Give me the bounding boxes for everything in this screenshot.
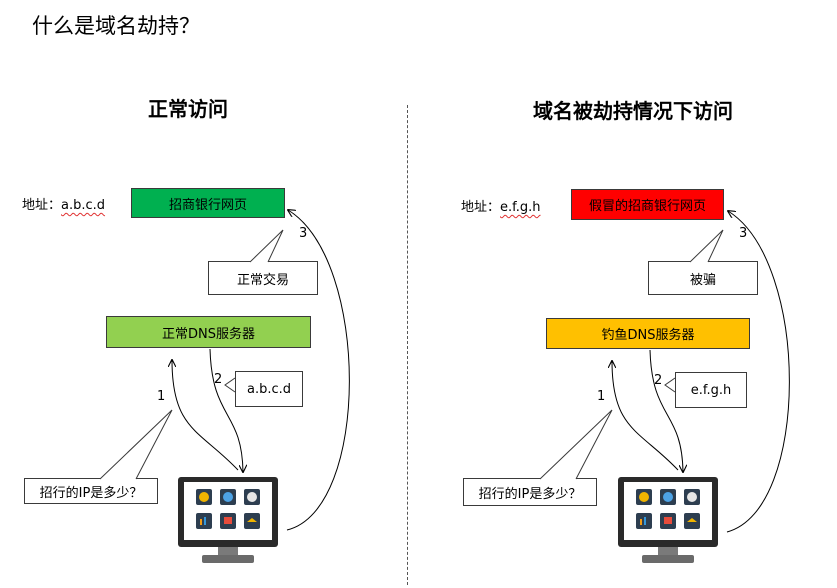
right-callout-trade: 被骗 (648, 261, 758, 295)
right-address-value: e.f.g.h (500, 200, 541, 215)
left-step-1: 1 (157, 389, 166, 404)
right-query-tail (539, 409, 613, 480)
right-arrow-2 (649, 349, 683, 472)
right-callout-query: 招行的IP是多少？ (463, 478, 597, 506)
right-address-label: 地址： (461, 200, 501, 215)
left-trade-tail (249, 229, 284, 263)
left-callout-trade: 正常交易 (208, 261, 318, 295)
right-dns-server: 钓鱼DNS服务器 (546, 318, 750, 349)
right-panel-title: 域名被劫持情况下访问 (533, 99, 733, 123)
right-arrow-3 (727, 211, 790, 533)
right-monitor-icon (618, 477, 718, 563)
panel-divider (407, 105, 408, 585)
left-address: 地址：a.b.c.d (22, 194, 105, 213)
app-tile-icons (196, 489, 260, 529)
right-trade-tail (689, 229, 724, 263)
left-bank-page: 招商银行网页 (131, 188, 285, 218)
right-callout-reply: e.f.g.h (675, 372, 747, 408)
left-query-tail (99, 409, 173, 480)
right-reply-tail (664, 377, 676, 393)
right-step-1: 1 (597, 389, 606, 404)
left-step-3: 3 (299, 226, 308, 241)
left-callout-reply: a.b.c.d (235, 371, 303, 407)
left-arrow-1 (172, 360, 239, 471)
app-tile-icons (636, 489, 700, 529)
left-panel-title: 正常访问 (148, 97, 228, 121)
left-step-2: 2 (214, 372, 223, 387)
page-title: 什么是域名劫持？ (32, 14, 200, 38)
left-monitor-icon (178, 477, 278, 563)
left-callout-query: 招行的IP是多少？ (24, 478, 158, 504)
left-arrow-3 (287, 210, 350, 531)
right-arrow-1 (612, 361, 679, 471)
right-bank-page: 假冒的招商银行网页 (571, 189, 724, 220)
left-reply-tail (224, 377, 236, 393)
right-step-2: 2 (654, 373, 663, 388)
right-address: 地址：e.f.g.h (461, 196, 541, 215)
left-dns-server: 正常DNS服务器 (106, 316, 311, 348)
left-arrow-2 (209, 348, 243, 472)
left-address-label: 地址： (22, 198, 62, 213)
left-address-value: a.b.c.d (61, 198, 106, 213)
right-step-3: 3 (739, 226, 748, 241)
